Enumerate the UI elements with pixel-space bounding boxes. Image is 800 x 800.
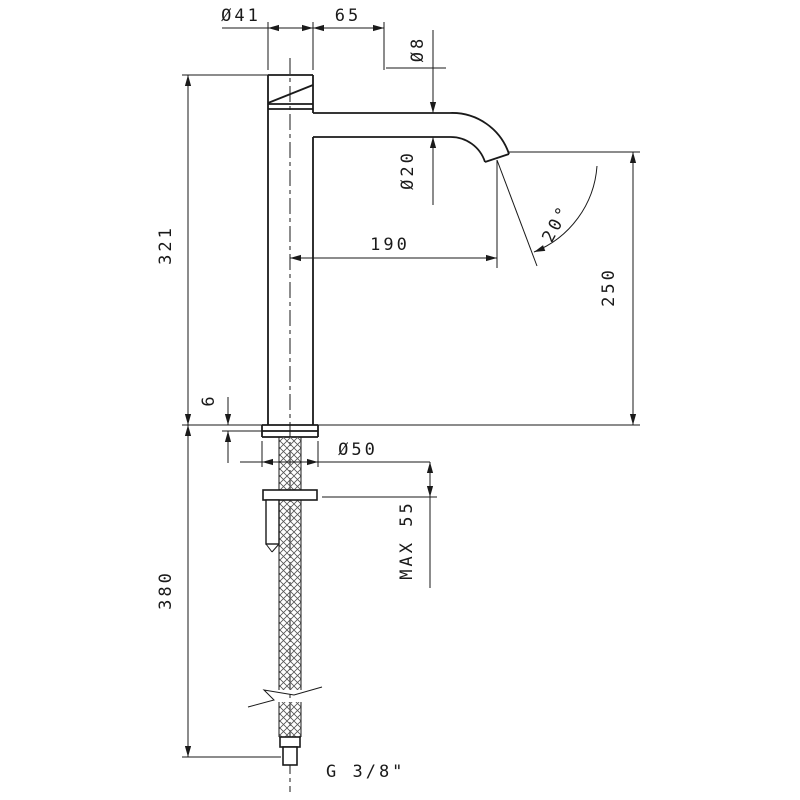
dim-outlet-diameter: Ø8 [386,30,446,113]
dim-label-thread: G 3/8" [326,762,405,782]
mounting-stud [265,499,280,553]
dim-hose-length: 380 [156,425,281,758]
dim-label-base-diameter: Ø50 [338,440,378,460]
dim-label-body-height: 321 [156,225,176,265]
dim-stream-angle: 20° [496,159,598,267]
dim-spout-reach: 190 [290,160,498,268]
dim-label-top-offset: 65 [335,6,361,26]
dim-label-outlet-diameter: Ø8 [408,36,428,62]
dim-label-spout-reach: 190 [370,235,410,255]
hose-connector [279,736,301,766]
dim-label-stream-angle: 20° [538,201,574,245]
dim-label-hose-length: 380 [156,570,176,610]
dim-base-diameter: Ø50 [240,440,430,467]
break-symbol [247,686,323,708]
spout-outlet-face [484,153,510,163]
dim-top-offset: 65 [312,6,385,70]
supply-hose [278,437,302,738]
mounting-nut [262,489,318,501]
thread-label: G 3/8" [326,762,405,782]
faucet-body [267,74,314,425]
dim-label-base-thickness: 6 [199,393,219,406]
handle-seam [267,84,314,104]
dim-spout-diameter: Ø20 [398,137,437,205]
dim-base-thickness: 6 [199,393,262,463]
dim-label-spout-height: 250 [599,267,619,307]
dim-body-height: 321 [156,74,640,426]
stream-axis-line [496,159,538,267]
spout [313,112,510,163]
dim-label-handle-diameter: Ø41 [221,6,261,26]
dim-label-spout-diameter: Ø20 [398,150,418,190]
dim-spout-height: 250 [508,151,640,425]
dim-handle-diameter: Ø41 [221,6,313,70]
dim-label-max-mounting: MAX 55 [397,500,417,579]
dim-max-mounting: MAX 55 [322,462,437,588]
